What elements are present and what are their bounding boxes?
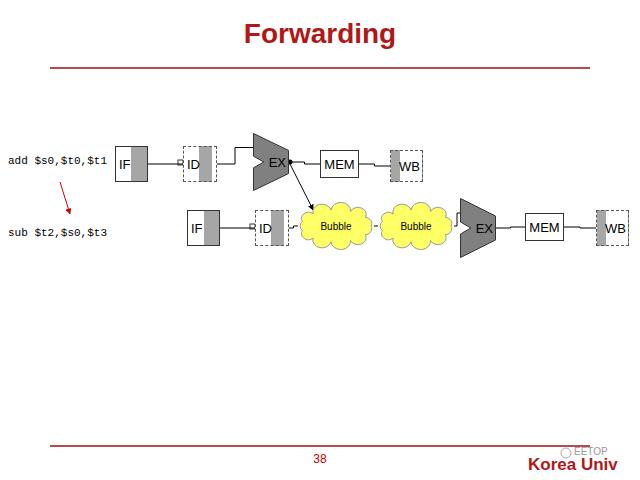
bubble-cloud: Bubble xyxy=(298,207,374,245)
stage-label: IF xyxy=(191,221,203,236)
writeback-stage-box: WB xyxy=(390,150,423,182)
stage-label: MEM xyxy=(324,157,354,172)
writeback-stage-box: WB xyxy=(596,210,629,246)
instruction-text: sub $t2,$s0,$t3 xyxy=(8,227,107,239)
stage-label: ID xyxy=(187,157,200,172)
cloud-body xyxy=(380,202,452,249)
alu-symbol: EX xyxy=(253,133,289,191)
bubble-cloud: Bubble xyxy=(378,207,454,245)
footer-rule xyxy=(50,445,590,447)
stage-label: Bubble xyxy=(320,221,351,232)
cloud-body xyxy=(300,202,372,249)
dependency-arrow xyxy=(60,182,70,214)
decode-stage-box: ID xyxy=(255,210,289,246)
forwarding-arrow xyxy=(289,162,313,210)
memory-stage-box: MEM xyxy=(320,150,359,178)
stage-label: WB xyxy=(605,221,626,236)
watermark: EETOP xyxy=(574,446,608,457)
pipeline-wire xyxy=(217,148,253,165)
pipeline-wire xyxy=(374,226,378,227)
stage-label: EX xyxy=(269,155,286,170)
pipeline-wire xyxy=(289,162,320,164)
pipeline-wire xyxy=(564,227,596,228)
pipeline-wire xyxy=(454,213,460,226)
decode-stage-box: ID xyxy=(183,146,217,182)
institution-name: Korea Univ xyxy=(528,455,618,475)
instruction-text: add $s0,$t0,$t1 xyxy=(8,155,107,167)
pipeline-wire xyxy=(289,226,298,228)
stage-label: Bubble xyxy=(400,221,431,232)
fetch-stage-box: IF xyxy=(115,146,148,182)
pipeline-wire xyxy=(148,164,183,165)
alu-body xyxy=(461,199,496,258)
pipeline-wire xyxy=(496,227,525,228)
pipeline-wire xyxy=(220,228,255,229)
page-number: 38 xyxy=(313,452,326,466)
pipeline-wire xyxy=(359,164,390,166)
stage-label: IF xyxy=(119,157,131,172)
title-rule xyxy=(50,67,590,69)
stage-label: WB xyxy=(399,159,420,174)
stage-label: MEM xyxy=(529,220,559,235)
alu-symbol: EX xyxy=(460,198,496,258)
memory-stage-box: MEM xyxy=(525,213,564,241)
fetch-stage-box: IF xyxy=(187,210,220,246)
alu-body xyxy=(254,134,289,191)
slide-title: Forwarding xyxy=(244,18,396,50)
stage-label: EX xyxy=(476,221,493,236)
stage-label: ID xyxy=(259,221,272,236)
